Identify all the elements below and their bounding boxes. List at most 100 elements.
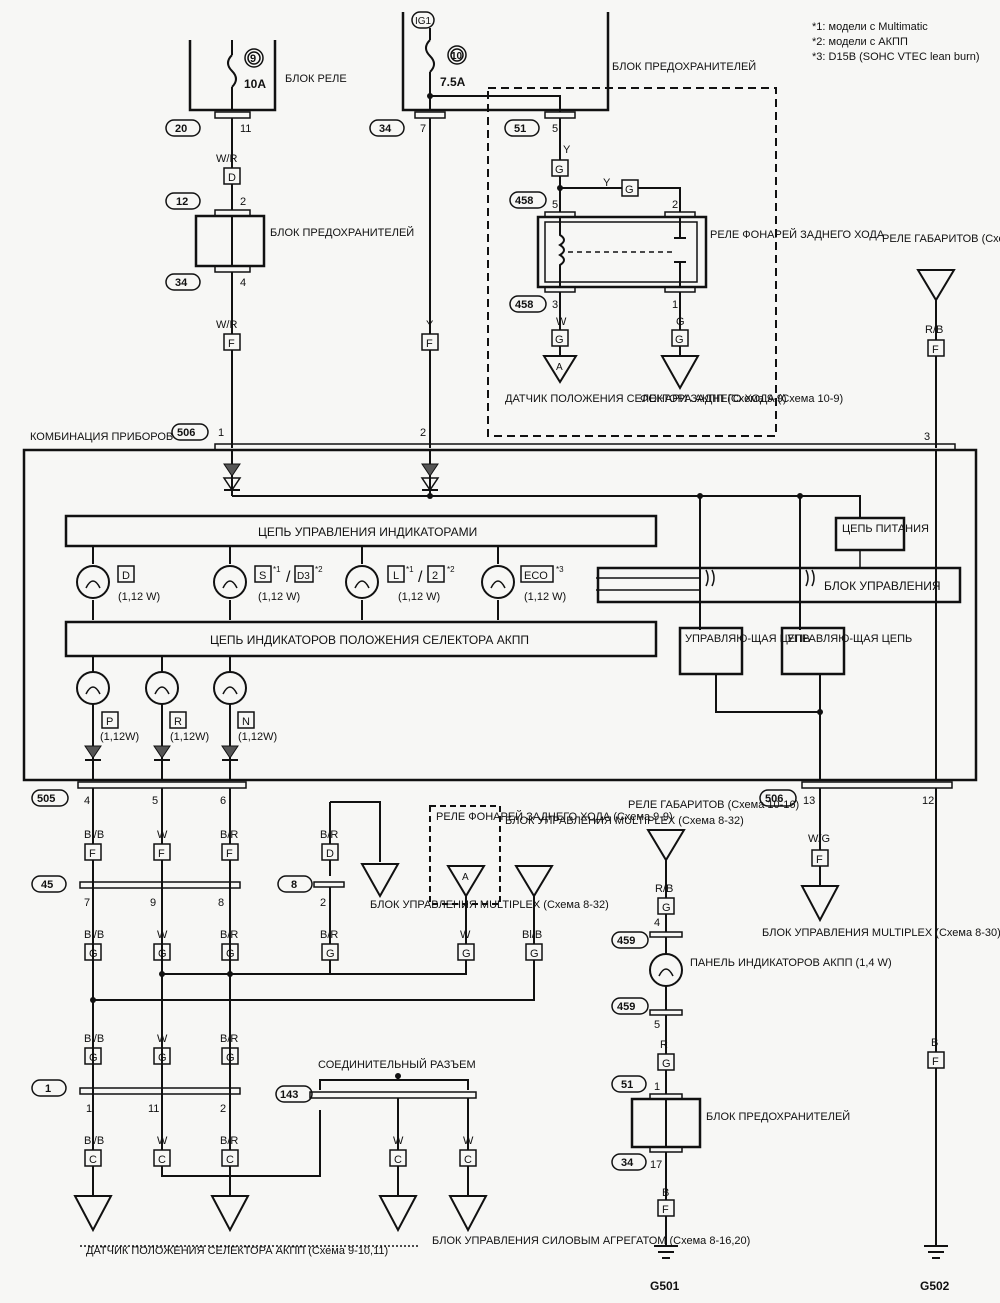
pcm-label: БЛОК УПРАВЛЕНИЯ СИЛОВЫМ АГРЕГАТОМ (Схема… bbox=[432, 1235, 750, 1247]
power-circuit bbox=[834, 516, 906, 552]
wire-w-7: W bbox=[393, 1135, 404, 1147]
control-circuit-1 bbox=[678, 626, 744, 676]
conn-8: 8 bbox=[291, 879, 297, 891]
panel-lamp bbox=[649, 953, 683, 987]
terminal-g-2: G bbox=[625, 184, 634, 196]
fuse-block-label-1: БЛОК ПРЕДОХРАНИТЕЛЕЙ bbox=[270, 226, 414, 239]
fuse-box-label-text: БЛОК ПРЕДОХРАНИТЕЛЕЙ bbox=[612, 60, 756, 73]
wire-w-6: W bbox=[157, 1135, 168, 1147]
lamp-d3-sup: *2 bbox=[315, 565, 323, 574]
wire-b-r-3: B/R bbox=[320, 929, 338, 941]
terminal-f-9: F bbox=[932, 1056, 939, 1068]
arrow-multiplex-32b bbox=[514, 865, 554, 898]
taillight-relay-arrow-2 bbox=[646, 829, 686, 862]
pin-505-6: 6 bbox=[220, 795, 226, 807]
wire-r-b-1: R/B bbox=[925, 324, 943, 336]
wire-w-r-1: W/R bbox=[216, 153, 237, 165]
g501-label: G501 bbox=[650, 1279, 680, 1293]
conn-34-c: 34 bbox=[621, 1157, 634, 1169]
wire-y-3: Y bbox=[603, 177, 611, 189]
lamp-eco-sup: *3 bbox=[556, 565, 564, 574]
fuse-10-rating: 7.5A bbox=[440, 75, 466, 89]
wire-w-5: W bbox=[157, 1033, 168, 1045]
terminal-g-7: G bbox=[530, 948, 539, 960]
g502-label: G502 bbox=[920, 1279, 950, 1293]
indicator-circuit-label: ЦЕПЬ УПРАВЛЕНИЯ ИНДИКАТОРАМИ bbox=[258, 525, 477, 539]
fuse-9-symbol bbox=[227, 54, 237, 88]
pin-505-4: 4 bbox=[84, 795, 90, 807]
conn-34: 34 bbox=[379, 123, 392, 135]
conn-506: 506 bbox=[177, 427, 195, 439]
pin-506-12: 12 bbox=[922, 795, 934, 807]
control-circuit-2 bbox=[780, 626, 846, 676]
wire-bl-b-5: Bl/B bbox=[84, 1135, 104, 1147]
cluster-pin-2: 2 bbox=[420, 427, 426, 439]
wire-w-1: W bbox=[556, 316, 567, 328]
selector-indicator-circuit bbox=[64, 620, 658, 658]
wire-w-8: W bbox=[463, 1135, 474, 1147]
wire-b-r-4: B/R bbox=[220, 929, 238, 941]
lamp-l-sup: *1 bbox=[406, 565, 414, 574]
pin-1-11: 11 bbox=[148, 1103, 159, 1115]
control-circuit-1-text: УПРАВЛЯЮ-ЩАЯ ЦЕПЬ bbox=[685, 633, 810, 645]
wire-r-b-2: R/B bbox=[655, 883, 673, 895]
fuse-box-lower-text: БЛОК ПРЕДОХРАНИТЕЛЕЙ bbox=[706, 1110, 850, 1123]
reverse-relay-label-text: РЕЛЕ ФОНАРЕЙ ЗАДНЕГО ХОДА bbox=[710, 228, 885, 241]
to-selector-label: ДАТЧИК ПОЛОЖЕНИЯ СЕЛЕКТОРА АКПП (Схема 9… bbox=[505, 393, 787, 405]
reverse-relay-ref-label: РЕЛЕ ФОНАРЕЙ ЗАДНЕГО ХОДА (Схема 9-9) bbox=[436, 810, 673, 823]
conn-51: 51 bbox=[514, 123, 526, 135]
conn-20: 20 bbox=[175, 123, 187, 135]
wire-w-3: W bbox=[460, 929, 471, 941]
lamp-2-symbol: 2 bbox=[432, 570, 438, 582]
selector-circuit-label: ЦЕПЬ ИНДИКАТОРОВ ПОЛОЖЕНИЯ СЕЛЕКТОРА АКП… bbox=[210, 633, 529, 647]
lamp-l-slash: / bbox=[418, 569, 423, 586]
wire-r-1: R bbox=[660, 1039, 668, 1051]
terminal-g-14: G bbox=[662, 902, 671, 914]
panel-label: ПАНЕЛЬ ИНДИКАТОРОВ АКПП (1,4 W) bbox=[690, 957, 892, 969]
terminal-a-2: A bbox=[462, 872, 469, 883]
terminal-f-6: F bbox=[226, 848, 233, 860]
conn-12: 12 bbox=[176, 196, 188, 208]
pin-51-1: 1 bbox=[654, 1081, 660, 1093]
pin-45-8: 8 bbox=[218, 897, 224, 909]
wire-b-r-1: B/R bbox=[220, 829, 238, 841]
arrow-reverse-relay-ref bbox=[446, 865, 486, 898]
control-unit-label: БЛОК УПРАВЛЕНИЯ bbox=[824, 579, 941, 593]
footnote-2: *2: модели с АКПП bbox=[812, 36, 908, 48]
to-lamps-label: ФОНАРИ ЗАДНЕГО ХОДА (Схема 10-9) bbox=[640, 393, 843, 405]
taillight-relay-label-2: РЕЛЕ ГАБАРИТОВ (Схема 10-16) bbox=[628, 799, 799, 811]
lamp-s-symbol: S bbox=[259, 570, 266, 582]
ground-g501-icon bbox=[654, 1245, 678, 1259]
pin-1-2: 2 bbox=[220, 1103, 226, 1115]
pin-2: 2 bbox=[240, 196, 246, 208]
pin-505-5: 5 bbox=[152, 795, 158, 807]
wire-bl-b-1: Bl/B bbox=[84, 829, 104, 841]
lamp-l-watt: (1,12 W) bbox=[398, 591, 440, 603]
pin-11: 11 bbox=[240, 123, 251, 135]
terminal-f-3: F bbox=[932, 344, 939, 356]
lamp-l-symbol: L bbox=[393, 570, 399, 582]
power-circuit-label: ЦЕПЬ ПИТАНИЯ bbox=[842, 523, 929, 535]
lamp-d-symbol: D bbox=[122, 570, 130, 582]
control-circuit-2-label: УПРАВЛЯЮ-ЩАЯ ЦЕПЬ bbox=[787, 633, 912, 645]
taillight-relay-arrow bbox=[916, 269, 956, 302]
terminal-g-6: G bbox=[462, 948, 471, 960]
conn-1: 1 bbox=[45, 1083, 51, 1095]
arrow-selector-2 bbox=[210, 1195, 250, 1233]
wire-g-1: G bbox=[676, 316, 685, 328]
pos-lamp-n-watt: (1,12W) bbox=[238, 731, 277, 743]
arrow-multiplex-30 bbox=[800, 885, 840, 923]
reverse-relay-component bbox=[536, 215, 708, 289]
terminal-g-1: G bbox=[555, 164, 564, 176]
conn-143: 143 bbox=[280, 1089, 298, 1101]
footnote-1: *1: модели с Multimatic bbox=[812, 21, 928, 33]
cluster-label: КОМБИНАЦИЯ ПРИБОРОВ bbox=[30, 431, 173, 443]
fuse-block-component bbox=[194, 214, 266, 268]
fuse-9-rating: 10A bbox=[244, 77, 266, 91]
pos-lamp-p-watt: (1,12W) bbox=[100, 731, 139, 743]
terminal-f-4: F bbox=[89, 848, 96, 860]
indicator-lamps bbox=[76, 546, 515, 620]
arrow-to-selector bbox=[542, 355, 578, 384]
relay-box: 9 10A БЛОК РЕЛЕ 20 11 bbox=[165, 40, 347, 137]
